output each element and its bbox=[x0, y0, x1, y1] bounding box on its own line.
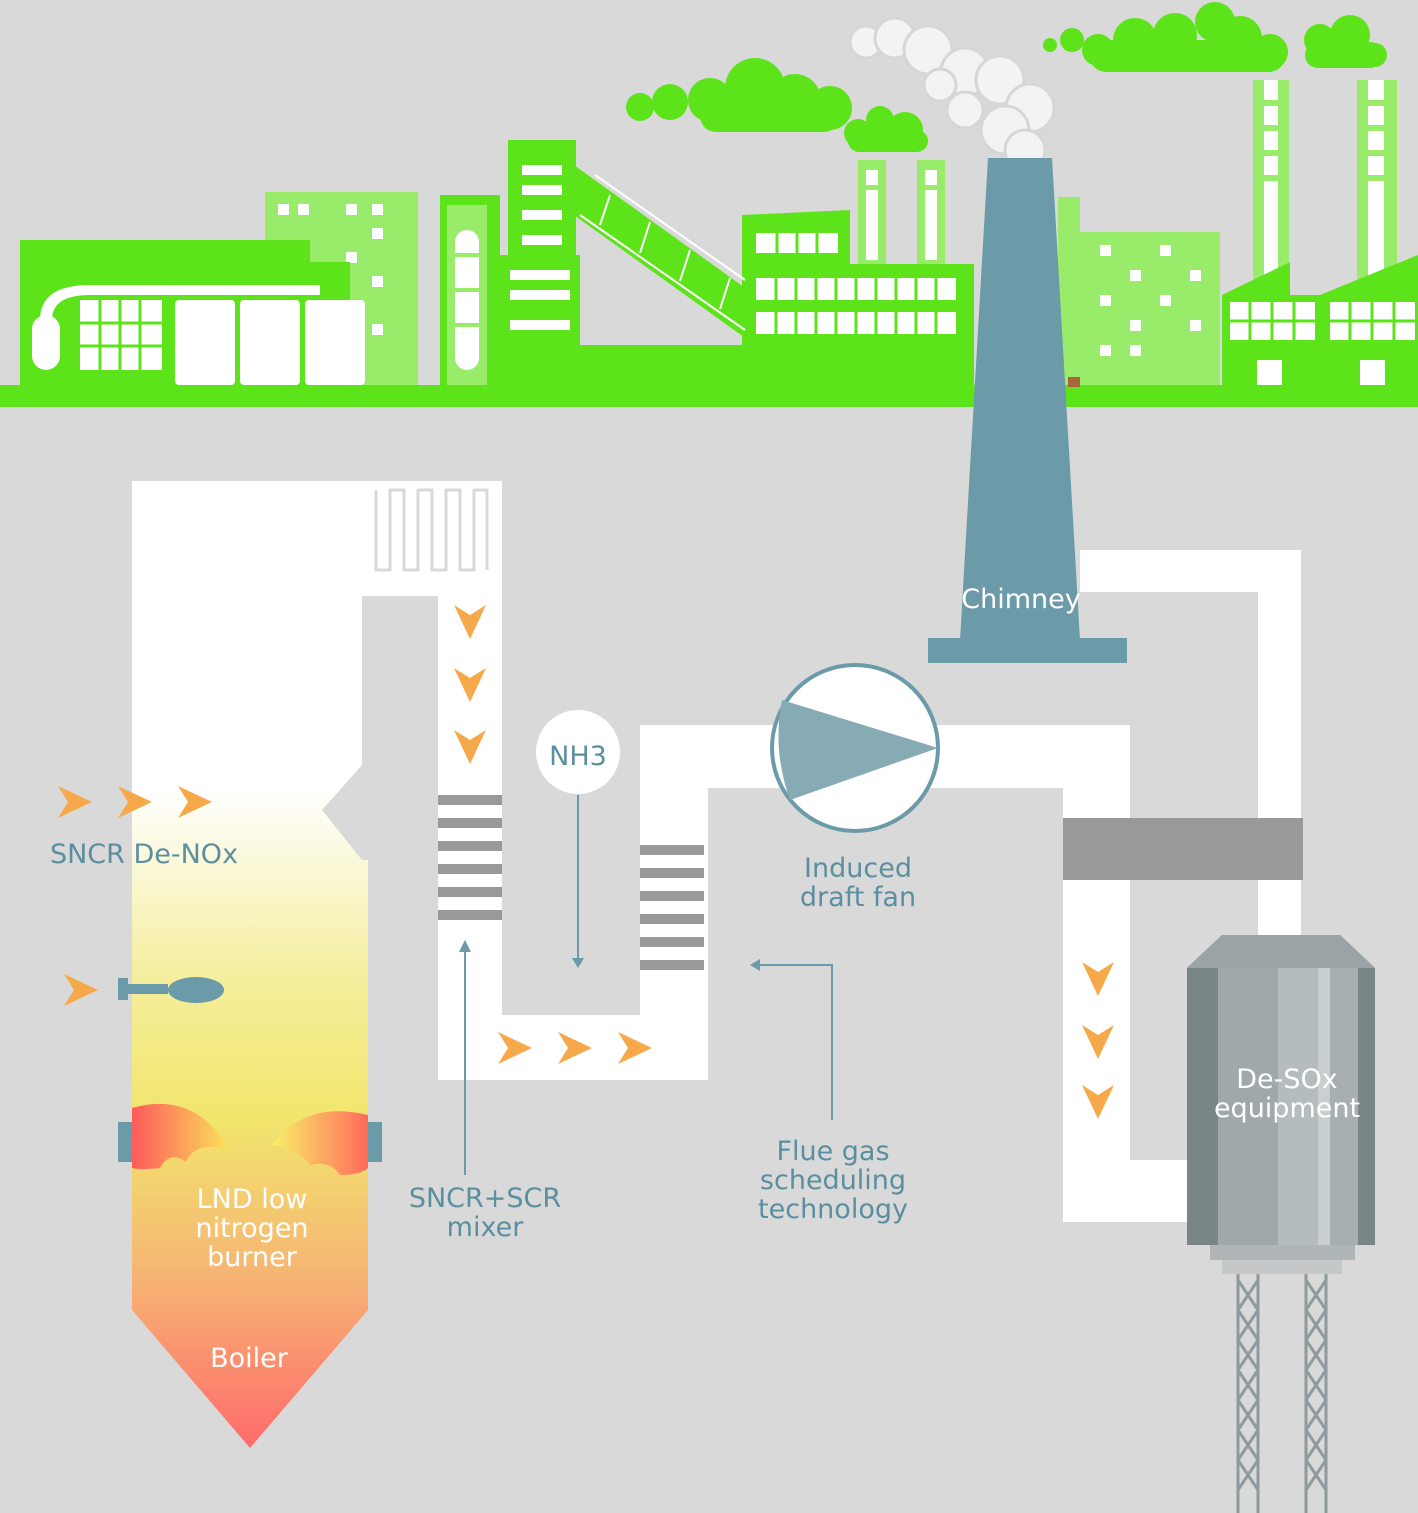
flue-label-line1: Flue gas bbox=[776, 1136, 889, 1167]
stack-stripes bbox=[866, 80, 1384, 290]
skyline bbox=[0, 2, 1418, 407]
fan-label-line1: Induced bbox=[804, 853, 912, 884]
mixer-label-line1: SNCR+SCR bbox=[409, 1183, 561, 1214]
distillation-tower bbox=[447, 205, 487, 385]
cloud-icon bbox=[626, 58, 928, 152]
burner-label-line1: LND low bbox=[197, 1184, 308, 1215]
flue-label-line2: scheduling bbox=[760, 1165, 906, 1196]
nh3-injection bbox=[536, 710, 620, 968]
nh3-label: NH3 bbox=[549, 741, 607, 772]
boiler-label: Boiler bbox=[210, 1343, 289, 1374]
boiler bbox=[132, 481, 368, 1448]
smoke-icon bbox=[848, 16, 1056, 172]
cloud-icon bbox=[1043, 2, 1387, 72]
mixer-label-line2: mixer bbox=[447, 1212, 525, 1243]
damper bbox=[1063, 818, 1303, 880]
desox-equipment bbox=[1187, 935, 1375, 1274]
fan-label-line2: draft fan bbox=[800, 882, 916, 913]
desox-label-line2: equipment bbox=[1214, 1093, 1360, 1124]
flue-label-line3: technology bbox=[758, 1194, 908, 1225]
desox-legs bbox=[1236, 1274, 1328, 1513]
chimney-label: Chimney bbox=[961, 584, 1080, 615]
fan-icon bbox=[770, 663, 940, 833]
burner-label-line3: burner bbox=[207, 1242, 298, 1273]
sncr-denox-label: SNCR De-NOx bbox=[50, 839, 238, 870]
burner-flame-icon bbox=[118, 1103, 382, 1175]
injector-icon bbox=[118, 977, 224, 1003]
pointer-lines bbox=[464, 947, 833, 1175]
burner-label-line2: nitrogen bbox=[195, 1213, 308, 1244]
scr-catalyst-layers bbox=[438, 795, 704, 970]
desox-label-line1: De-SOx bbox=[1236, 1064, 1338, 1095]
chimney bbox=[928, 158, 1127, 663]
